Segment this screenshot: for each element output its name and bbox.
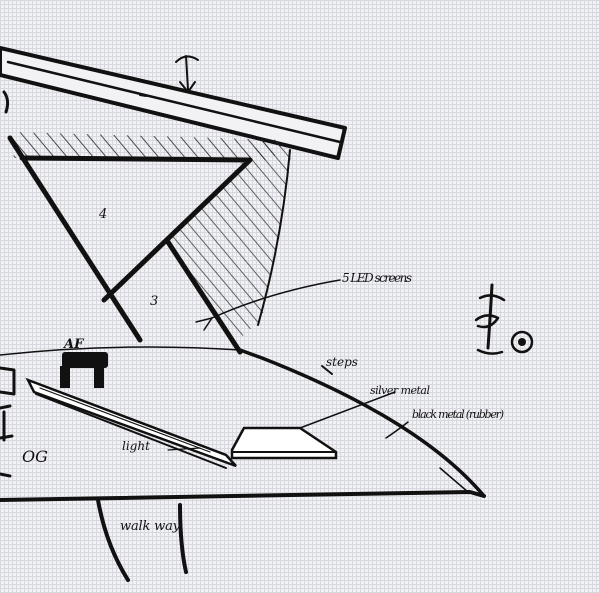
camera-figure-icon: [474, 283, 534, 355]
screens-label: 5 LED screens: [342, 271, 412, 285]
panel-left-label: 4: [98, 207, 107, 222]
roof-beam: [0, 46, 347, 160]
steps-callout: [321, 365, 333, 375]
og-label: OG: [22, 447, 48, 466]
af-box: [60, 352, 108, 388]
truss-frame: [7, 135, 253, 355]
af-label: AF: [62, 337, 84, 352]
silver-label: silver metal: [370, 384, 430, 397]
walkway-label: walk way: [120, 519, 181, 534]
light-bar: [25, 377, 237, 469]
light-label: light: [122, 439, 150, 453]
screen-wall-edge: [257, 149, 291, 326]
screen-wall-hatch: [170, 140, 292, 348]
silver-metal-plate: [230, 391, 396, 460]
walkway-supports: [96, 498, 188, 582]
light-callout: [167, 447, 201, 451]
up-down-arrow-icon: [139, 55, 199, 97]
steps-label: steps: [326, 355, 358, 369]
screens-callout: [195, 279, 341, 331]
black-metal-callout: [385, 421, 409, 439]
panel-right-label: 3: [150, 294, 158, 309]
ceiling-hatch: [10, 132, 285, 160]
black-label: black metal (rubber): [412, 408, 504, 421]
stage-platform: [0, 346, 486, 502]
margin-marks: [0, 90, 16, 478]
